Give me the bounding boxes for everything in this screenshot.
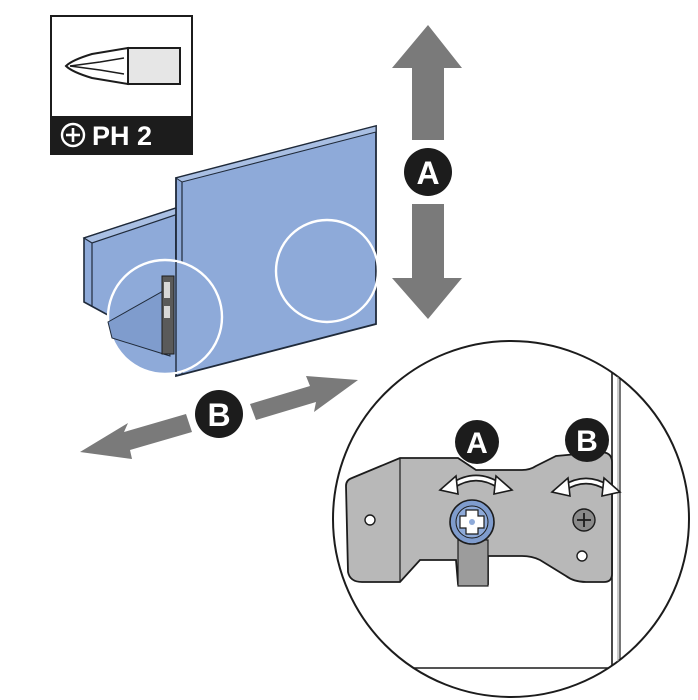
tool-label: PH 2: [92, 121, 152, 151]
detail-magnifier: A B: [332, 340, 690, 698]
bracket-hole-left: [364, 514, 376, 526]
detail-adjust-b-label: B: [576, 425, 598, 458]
adjust-screw-b: [572, 508, 596, 532]
tool-box: PH 2: [50, 15, 193, 155]
vertical-adjust-arrow: A: [392, 25, 462, 319]
rotate-arrow-b: [550, 476, 622, 498]
vertical-adjust-label: A: [416, 155, 439, 191]
lateral-adjust-label: B: [207, 397, 230, 433]
detail-adjust-a-label: A: [466, 427, 488, 460]
adjust-screw-a: [449, 499, 495, 545]
bracket-hole-right: [576, 550, 588, 562]
drawer-box: [82, 124, 380, 378]
phillips-head-icon: [60, 122, 86, 148]
phillips-screwdriver-icon: [64, 46, 181, 86]
bracket-location-callout: [106, 258, 224, 376]
front-panel-callout-circle: [274, 218, 380, 324]
lateral-adjust-arrow: B: [80, 376, 358, 459]
rotate-arrow-a: [438, 474, 514, 496]
